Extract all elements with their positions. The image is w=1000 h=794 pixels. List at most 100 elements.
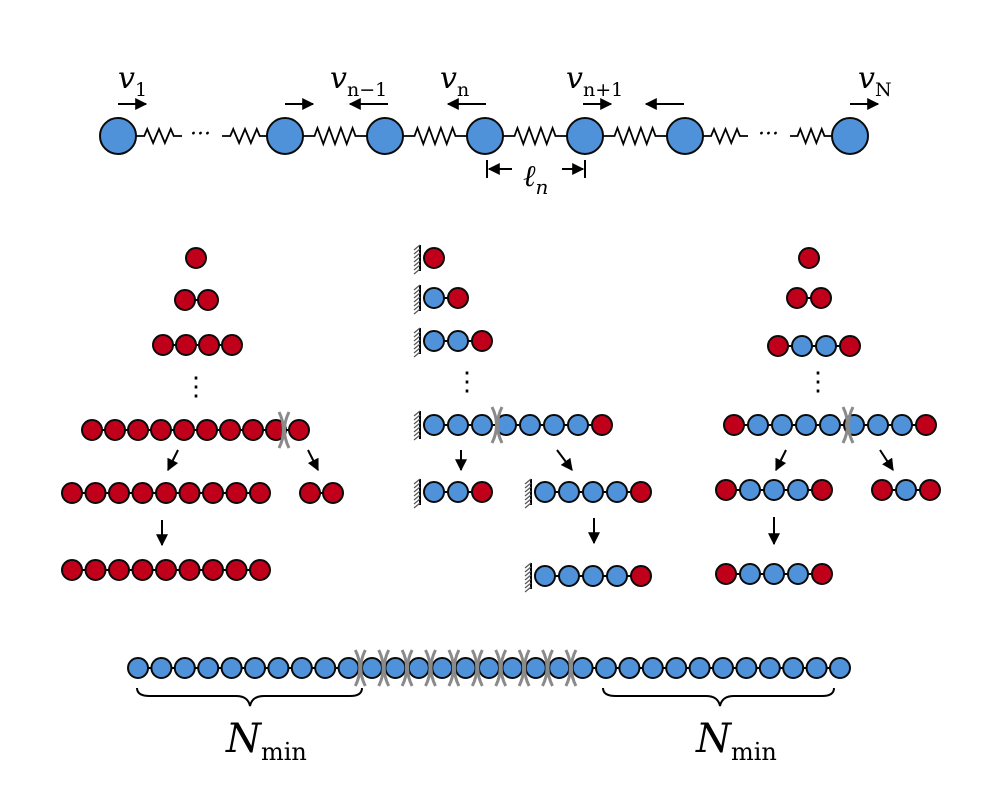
bead-red xyxy=(81,419,103,441)
bead-blue xyxy=(712,657,734,679)
bead-blue xyxy=(266,117,304,155)
bead-red xyxy=(811,563,833,585)
bead-blue xyxy=(606,565,628,587)
bead-blue xyxy=(595,657,617,679)
bead-red xyxy=(131,482,154,504)
bead-blue xyxy=(795,414,817,436)
bead-red xyxy=(810,287,832,309)
bead-blue xyxy=(819,414,841,436)
bead-blue xyxy=(534,481,556,503)
ellipsis-left: ··· xyxy=(190,122,211,147)
break-mark xyxy=(517,649,531,687)
bead-red xyxy=(322,482,344,504)
bead-red xyxy=(715,479,737,501)
bead-red xyxy=(198,334,220,356)
bead-blue xyxy=(519,414,541,436)
bead-blue xyxy=(423,481,445,503)
bead-red xyxy=(202,559,224,581)
bead-blue xyxy=(127,657,149,679)
break-mark xyxy=(490,406,504,444)
bead-blue xyxy=(739,563,761,585)
bead-red xyxy=(131,559,154,581)
bead-blue xyxy=(571,657,594,679)
n-min-label-left: Nmin xyxy=(225,716,307,766)
bead-red xyxy=(61,482,83,504)
spring xyxy=(703,126,748,146)
bead-blue xyxy=(384,657,407,679)
bead-blue xyxy=(787,563,809,585)
panel-free-ends xyxy=(61,247,344,581)
bead-red xyxy=(225,482,248,504)
velocity-label-vn-plus-1: vn+1 xyxy=(566,61,623,101)
bead-red xyxy=(811,479,833,501)
bead-red xyxy=(715,563,737,585)
bead-blue xyxy=(641,657,664,679)
bead-blue xyxy=(805,657,828,679)
bead-red xyxy=(84,559,107,581)
bead-red xyxy=(108,482,130,504)
bead-blue xyxy=(735,657,758,679)
bead-red xyxy=(767,335,789,357)
bead-red xyxy=(249,482,271,504)
bead-red xyxy=(127,419,149,441)
ellipsis-vertical: ⋮ xyxy=(805,367,831,397)
bead-blue xyxy=(524,657,547,679)
bead-blue xyxy=(831,117,869,155)
bead-blue xyxy=(447,330,469,352)
arrow xyxy=(775,449,787,472)
bead-red xyxy=(61,559,83,581)
bead-red xyxy=(423,247,445,269)
bead-red xyxy=(219,419,241,441)
bead-blue xyxy=(99,117,137,155)
spring xyxy=(222,126,268,146)
panel-wall-fixed xyxy=(413,244,652,593)
bead-blue xyxy=(867,414,889,436)
bead-red xyxy=(175,334,197,356)
bead-blue xyxy=(220,657,243,679)
arrow xyxy=(167,449,179,472)
bead-red xyxy=(447,287,469,309)
bead-blue xyxy=(534,565,556,587)
bead-blue xyxy=(566,117,604,155)
bond-length-label: ℓn xyxy=(523,159,548,199)
arrow xyxy=(879,449,894,472)
bead-red xyxy=(196,419,218,441)
bead-blue xyxy=(407,657,430,679)
bead-red xyxy=(178,559,201,581)
bead-blue xyxy=(558,565,580,587)
break-mark xyxy=(447,649,461,687)
ellipsis-vertical: ⋮ xyxy=(454,367,480,397)
spring xyxy=(303,125,367,147)
bead-blue xyxy=(447,414,469,436)
bead-red xyxy=(178,482,201,504)
bead-red xyxy=(915,414,937,436)
bead-blue xyxy=(606,481,628,503)
bead-blue xyxy=(466,117,504,155)
bead-red xyxy=(798,247,820,269)
bead-red xyxy=(221,334,243,356)
wall-icon xyxy=(413,327,421,358)
arrow xyxy=(307,449,319,472)
bead-blue xyxy=(423,414,445,436)
bead-red xyxy=(919,479,941,501)
bead-blue xyxy=(829,657,851,679)
bead-blue xyxy=(501,657,524,679)
bead-blue xyxy=(763,563,785,585)
bead-blue xyxy=(314,657,337,679)
bead-red xyxy=(249,559,271,581)
break-mark xyxy=(541,649,554,687)
bond-length-indicator: ℓn xyxy=(486,159,586,199)
break-mark xyxy=(841,406,855,444)
bead-red xyxy=(471,330,493,352)
bead-red xyxy=(242,419,264,441)
bead-blue xyxy=(431,657,454,679)
bead-blue xyxy=(244,657,266,679)
break-mark xyxy=(470,649,484,687)
bead-blue xyxy=(567,414,589,436)
ellipsis-vertical: ⋮ xyxy=(183,372,209,402)
bead-red xyxy=(173,419,195,441)
wall-icon xyxy=(524,562,532,593)
bead-blue xyxy=(543,414,565,436)
bead-blue xyxy=(423,330,445,352)
spring xyxy=(790,126,832,146)
